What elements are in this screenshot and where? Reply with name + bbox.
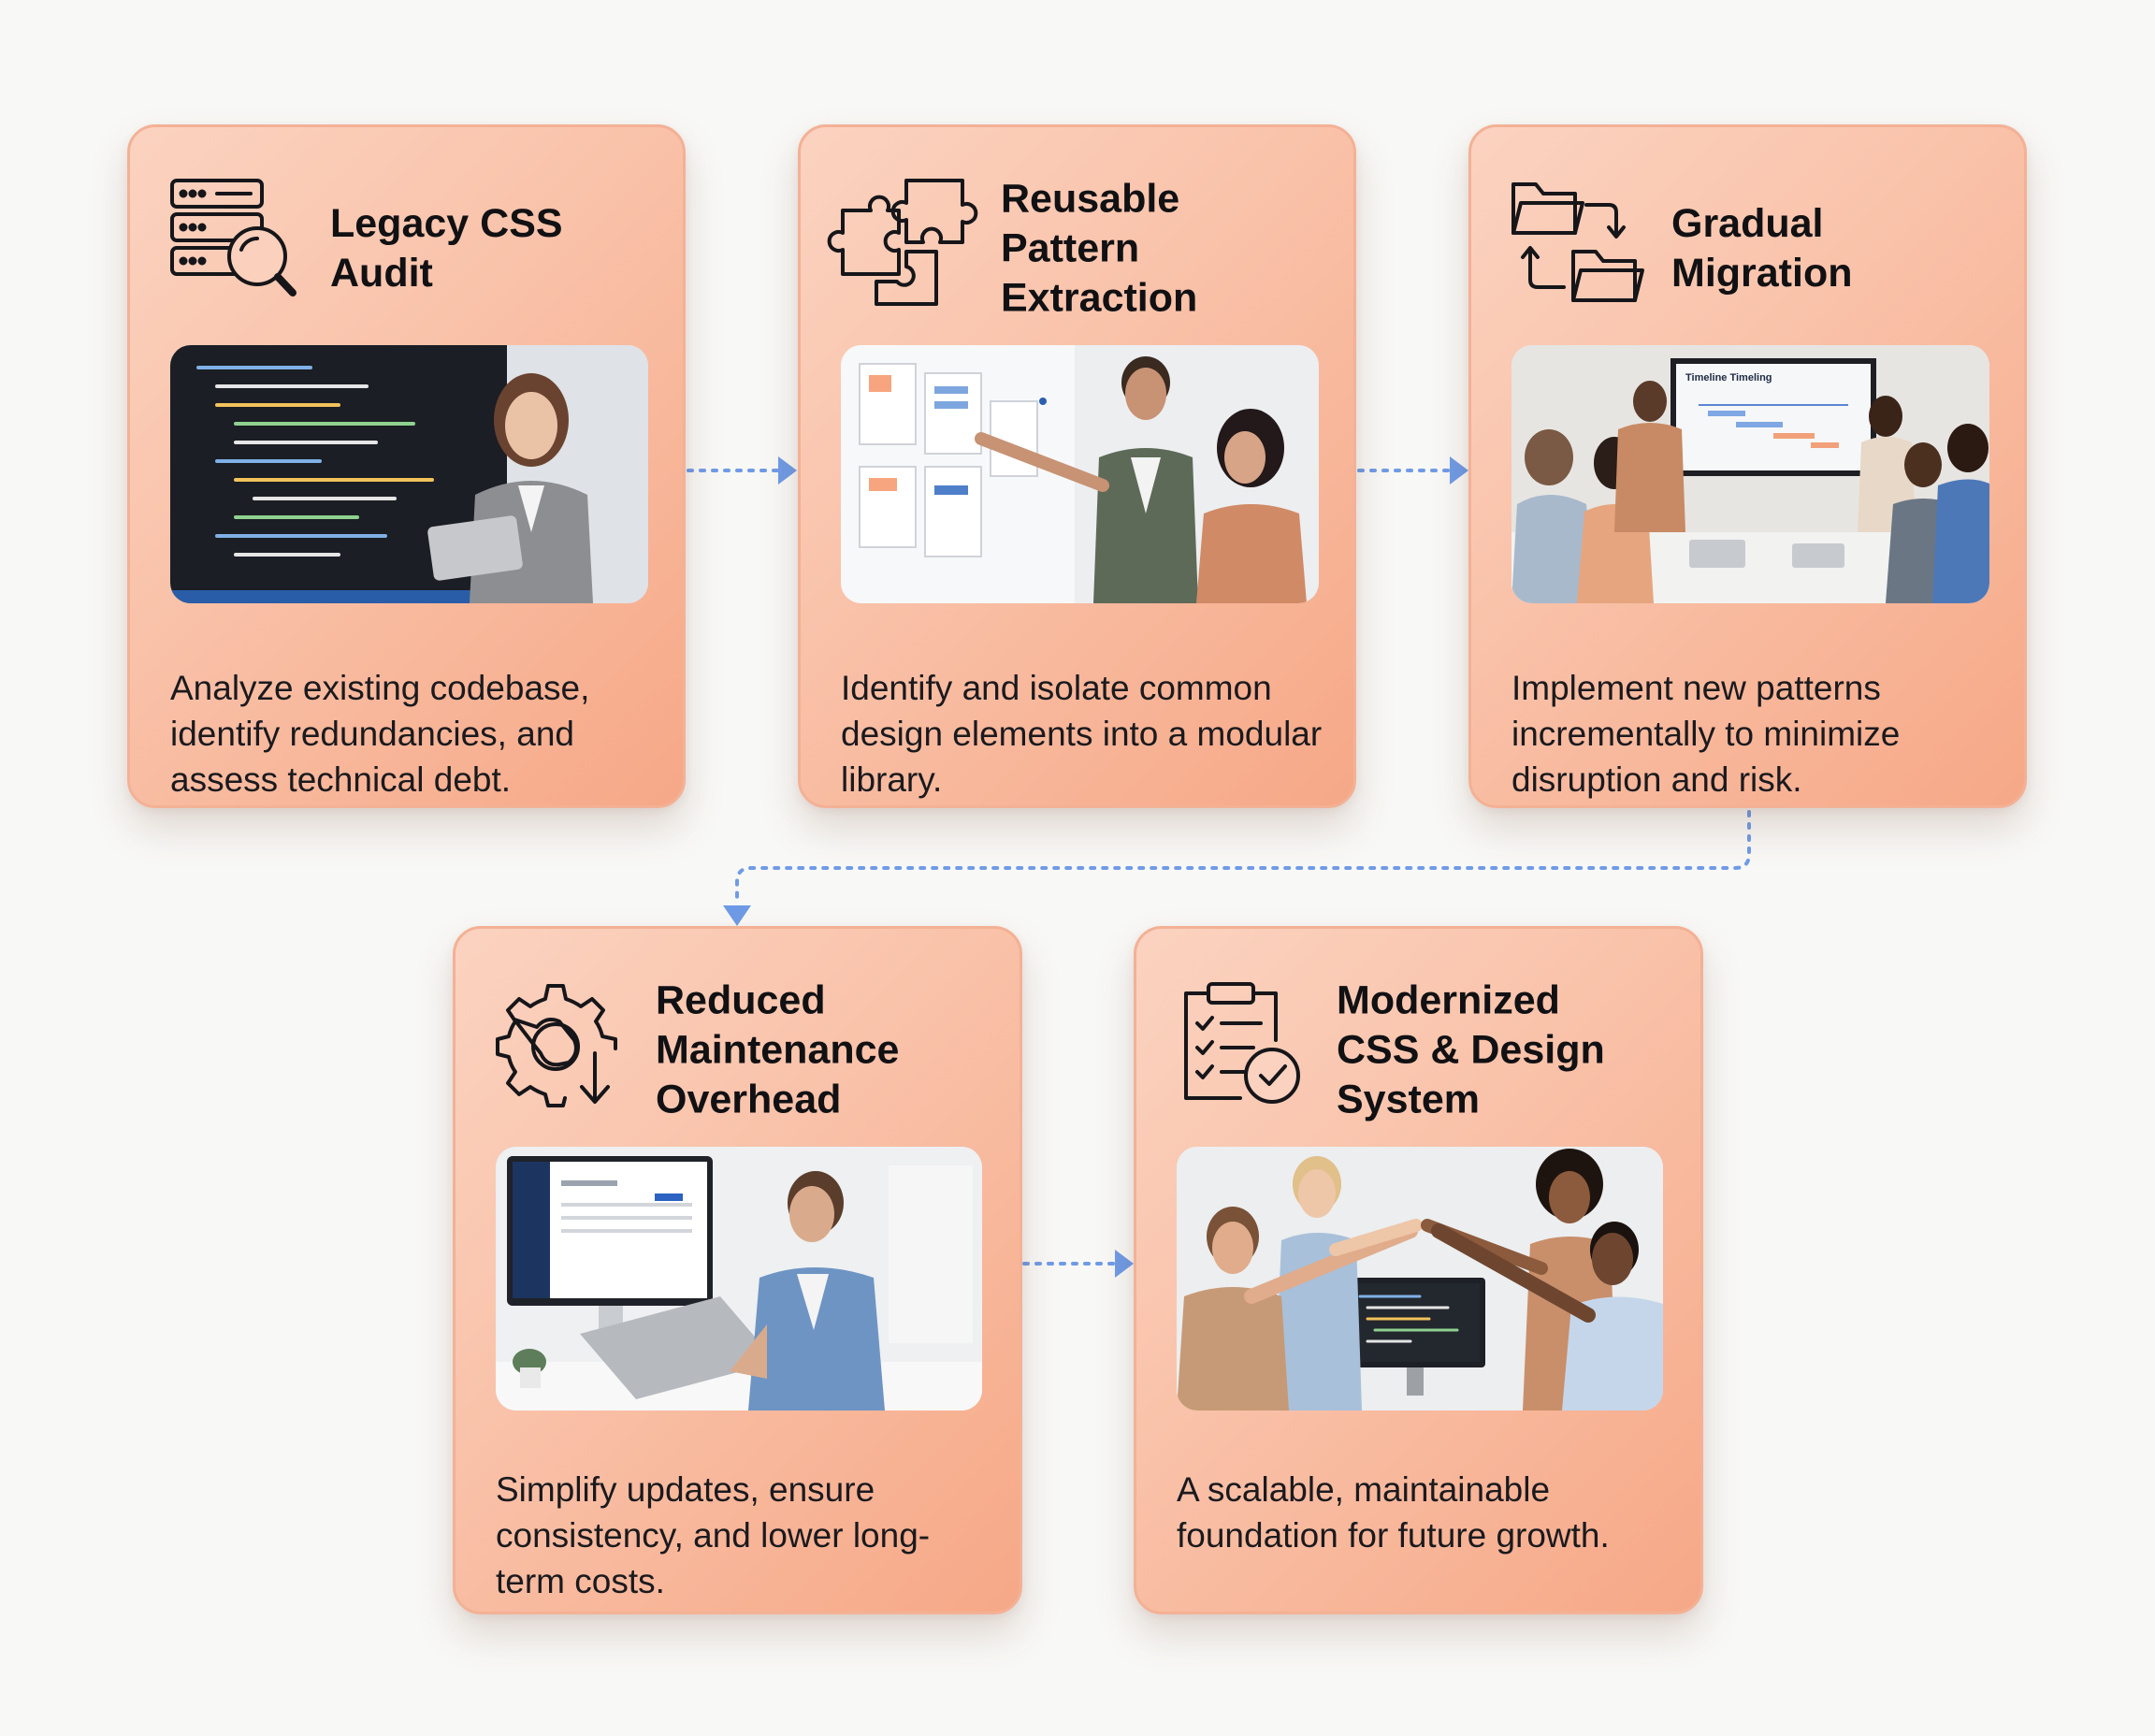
team-celebration-photo <box>1177 1147 1663 1410</box>
step-description: Simplify updates, ensure consistency, an… <box>496 1470 931 1600</box>
connector-2-to-3 <box>1357 456 1468 485</box>
man-at-laptop-photo <box>496 1147 982 1410</box>
step-description: Analyze existing codebase, identify redu… <box>170 669 590 799</box>
step-card-reduced-maintenance-overhead: Reduced Maintenance Overhead Si <box>453 926 1022 1614</box>
step-description: Implement new patterns incrementally to … <box>1511 669 1901 799</box>
folder-migration-icon <box>1510 177 1644 308</box>
woman-presenting-code-photo <box>170 345 648 603</box>
step-description: A scalable, maintainable foundation for … <box>1177 1470 1610 1555</box>
step-card-reusable-pattern-extraction: Reusable Pattern Extraction <box>798 124 1356 808</box>
step-title: Reusable Pattern Extraction <box>1001 176 1198 321</box>
step-card-modernized-css-design-system: Modernized CSS & Design System <box>1134 926 1703 1614</box>
team-meeting-timeline-photo: Timeline Timeling <box>1511 345 1989 603</box>
connector-4-to-5 <box>1022 1250 1134 1278</box>
step-description: Identify and isolate common design eleme… <box>841 669 1323 799</box>
server-search-icon <box>168 177 299 308</box>
step-title: Reduced Maintenance Overhead <box>656 977 900 1122</box>
step-title: Modernized CSS & Design System <box>1337 977 1605 1122</box>
connector-3-to-4 <box>723 810 1751 926</box>
step-card-legacy-css-audit: Legacy CSS Audit <box>127 124 686 808</box>
gear-wrench-icon <box>494 978 625 1109</box>
clipboard-check-icon <box>1175 978 1306 1109</box>
step-title: Legacy CSS Audit <box>330 201 563 296</box>
timeline-screen-title: Timeline Timeling <box>1685 372 1772 383</box>
puzzle-pieces-icon <box>827 177 978 308</box>
step-title: Gradual Migration <box>1671 201 1853 296</box>
whiteboard-discussion-photo <box>841 345 1319 603</box>
connector-1-to-2 <box>687 456 797 485</box>
step-card-gradual-migration: Gradual Migration Timeline Timeling <box>1468 124 2027 808</box>
